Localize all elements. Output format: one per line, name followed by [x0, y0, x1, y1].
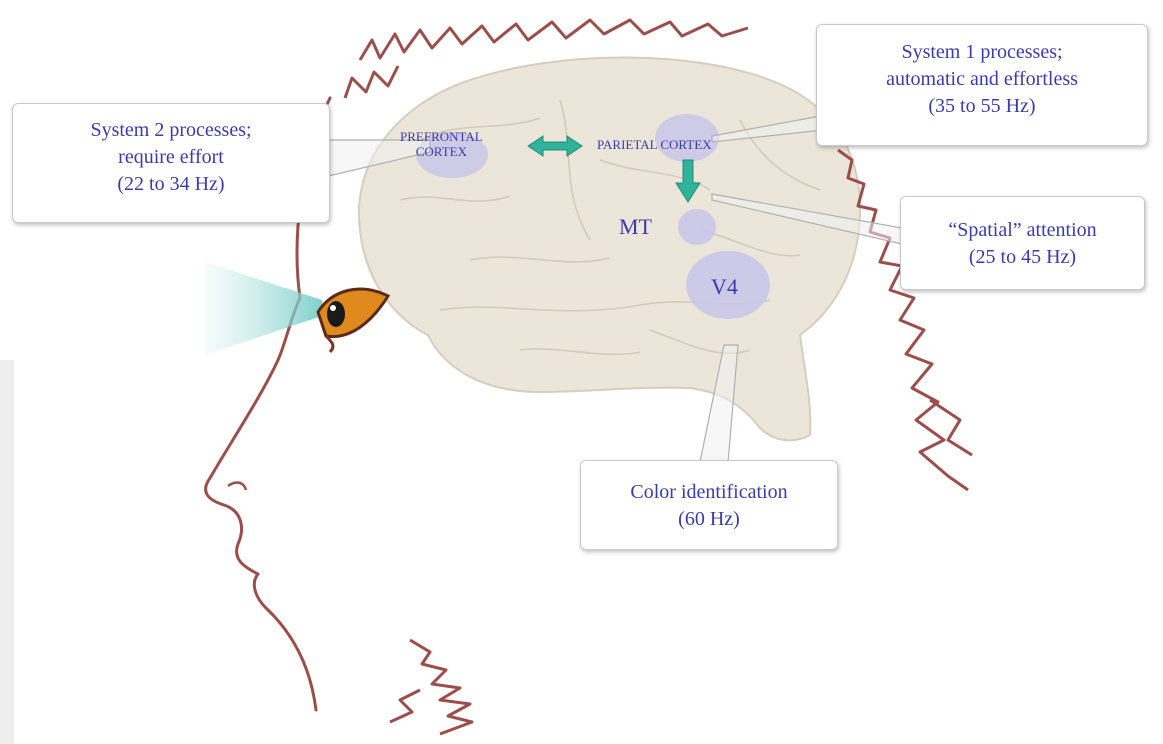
- system1-callout-line1: System 1 processes;: [817, 39, 1147, 66]
- system2-callout-line2: require effort: [13, 144, 329, 171]
- system2-callout-line1: System 2 processes;: [13, 117, 329, 144]
- nostril: [228, 483, 246, 490]
- vision-beam: [205, 262, 322, 355]
- system1-callout-line2: automatic and effortless: [817, 66, 1147, 93]
- system1-callout-line3: (35 to 55 Hz): [817, 93, 1147, 120]
- prefrontal-cortex-label: PREFRONTAL CORTEX: [400, 129, 483, 159]
- system2-callout-line3: (22 to 34 Hz): [13, 171, 329, 198]
- spatial-attention-callout: “Spatial” attention (25 to 45 Hz): [900, 196, 1145, 290]
- side-band: [0, 360, 14, 744]
- v4-label: V4: [711, 274, 738, 300]
- prefrontal-cortex-label-line2: CORTEX: [400, 144, 483, 159]
- mt-label: MT: [619, 214, 652, 240]
- spatial-attention-callout-line2: (25 to 45 Hz): [901, 244, 1144, 271]
- prefrontal-cortex-label-line1: PREFRONTAL: [400, 129, 483, 144]
- eye: [318, 289, 388, 352]
- system2-callout: System 2 processes; require effort (22 t…: [12, 103, 330, 223]
- color-identification-callout: Color identification (60 Hz): [580, 460, 838, 550]
- brain: [359, 58, 860, 441]
- beard: [390, 640, 472, 734]
- color-identification-callout-line2: (60 Hz): [581, 506, 837, 533]
- system1-callout: System 1 processes; automatic and effort…: [816, 24, 1148, 146]
- parietal-cortex-label: PARIETAL CORTEX: [597, 137, 712, 152]
- spatial-attention-callout-line1: “Spatial” attention: [901, 217, 1144, 244]
- color-identification-callout-line1: Color identification: [581, 479, 837, 506]
- mt-highlight: [678, 209, 716, 245]
